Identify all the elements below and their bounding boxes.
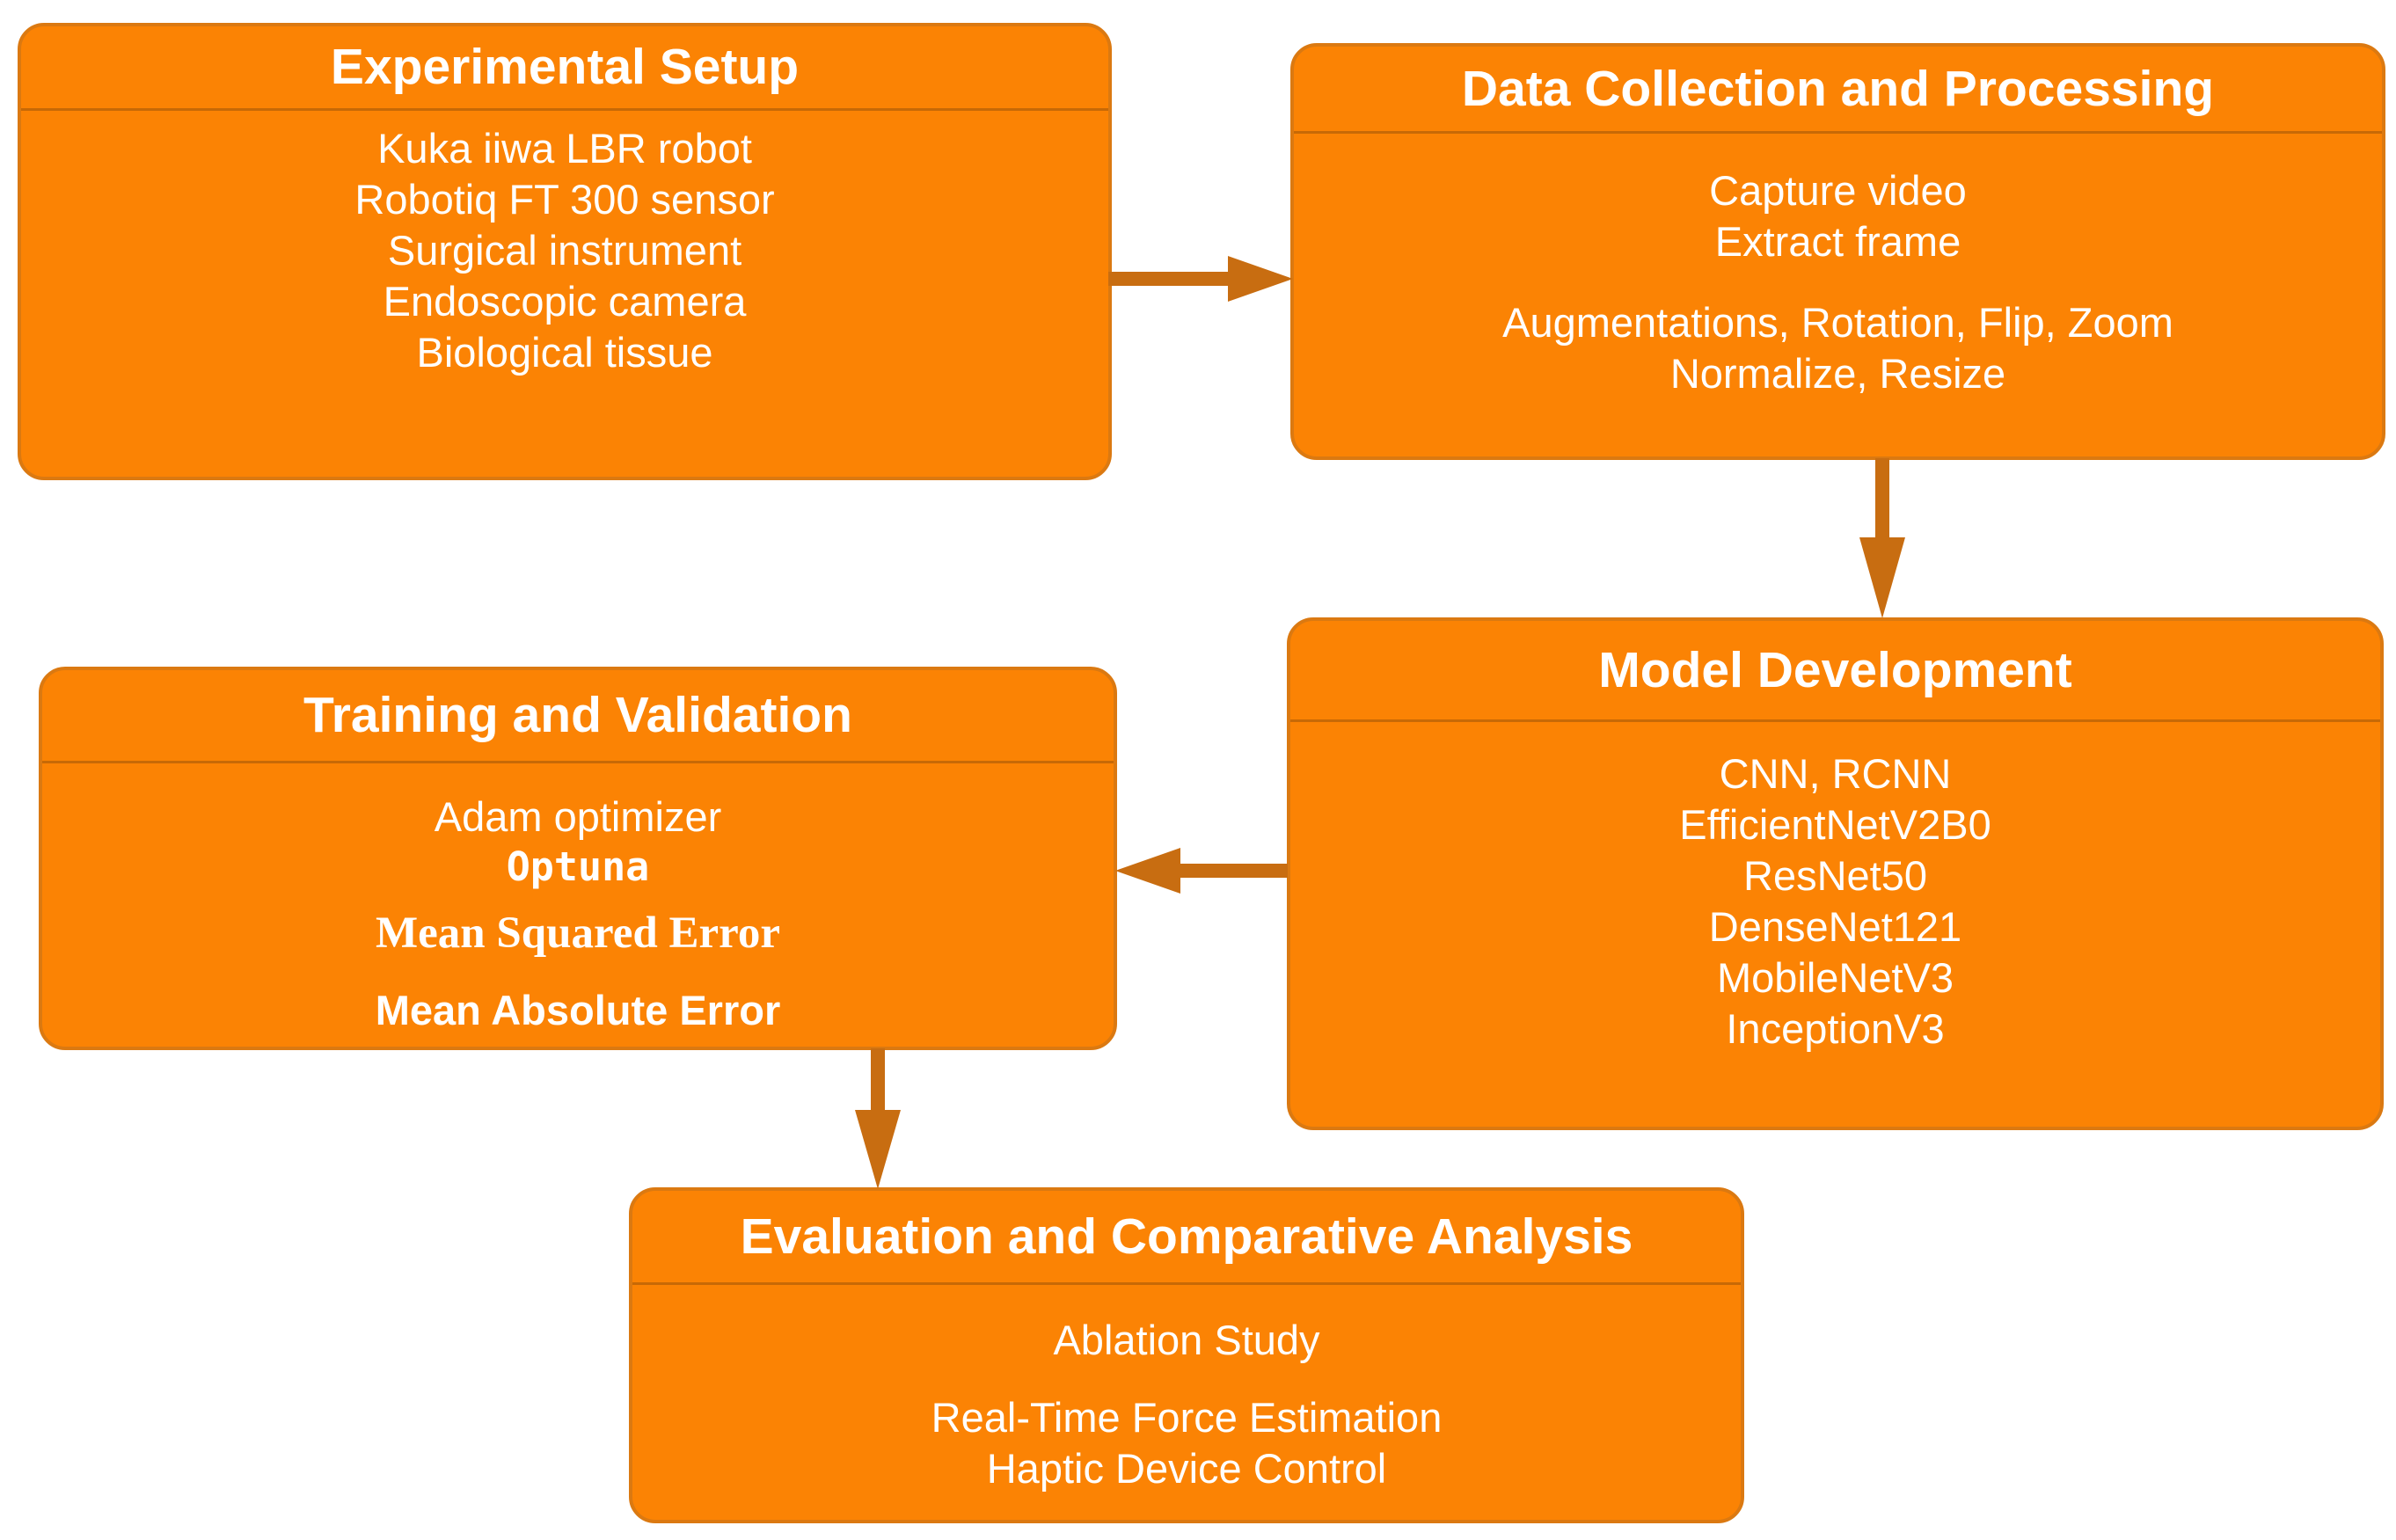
node-experimental-setup: Experimental Setup Kuka iiwa LBR robot R… <box>18 23 1112 480</box>
node-title: Data Collection and Processing <box>1461 60 2215 117</box>
node-body: Capture video Extract frame Augmentation… <box>1294 134 2382 399</box>
node-line: Biological tissue <box>416 329 713 376</box>
node-line: Haptic Device Control <box>986 1445 1387 1492</box>
node-line: Mean Absolute Error <box>375 987 781 1033</box>
node-line: InceptionV3 <box>1726 1005 1945 1052</box>
node-line: Optuna <box>506 843 650 890</box>
arrow-shaft <box>871 1048 885 1112</box>
arrow-shaft <box>1875 458 1889 539</box>
node-line: MobileNetV3 <box>1716 954 1954 1001</box>
node-line: Surgical instrument <box>387 227 742 274</box>
node-body: CNN, RCNN EfficientNetV2B0 ResNet50 Dens… <box>1290 722 2380 1055</box>
node-title: Experimental Setup <box>330 39 800 95</box>
node-body: Kuka iiwa LBR robot Robotiq FT 300 senso… <box>21 111 1108 378</box>
node-line: Adam optimizer <box>434 793 722 840</box>
node-line: Normalize, Resize <box>1669 350 2006 397</box>
node-training-and-validation: Training and Validation Adam optimizer O… <box>39 667 1117 1050</box>
node-line: Capture video <box>1709 167 1967 214</box>
node-title: Model Development <box>1598 641 2072 698</box>
node-body: Adam optimizer Optuna Mean Squared Error… <box>42 763 1114 1036</box>
arrow-left-icon <box>1115 848 1180 894</box>
node-line: Ablation Study <box>1053 1317 1320 1363</box>
node-header: Training and Validation <box>42 670 1114 763</box>
node-data-collection-and-processing: Data Collection and Processing Capture v… <box>1290 43 2385 460</box>
node-line: EfficientNetV2B0 <box>1679 801 1991 848</box>
node-header: Experimental Setup <box>21 26 1108 111</box>
node-line: Robotiq FT 300 sensor <box>354 176 775 223</box>
node-line: CNN, RCNN <box>1719 750 1952 797</box>
node-title: Evaluation and Comparative Analysis <box>740 1208 1633 1265</box>
node-evaluation-and-comparative-analysis: Evaluation and Comparative Analysis Abla… <box>629 1187 1744 1523</box>
node-header: Data Collection and Processing <box>1294 47 2382 134</box>
node-line: Real-Time Force Estimation <box>931 1394 1443 1441</box>
node-line: Augmentations, Rotation, Flip, Zoom <box>1502 299 2173 346</box>
node-title: Training and Validation <box>303 687 852 743</box>
arrow-shaft <box>1180 864 1288 878</box>
node-line: DenseNet121 <box>1708 903 1962 950</box>
node-line: Kuka iiwa LBR robot <box>377 125 752 172</box>
node-header: Model Development <box>1290 621 2380 722</box>
node-model-development: Model Development CNN, RCNN EfficientNet… <box>1287 617 2384 1130</box>
node-line: ResNet50 <box>1743 852 1927 899</box>
node-line: Extract frame <box>1714 218 1961 265</box>
node-line: Endoscopic camera <box>383 278 747 325</box>
arrow-down-icon <box>855 1110 901 1189</box>
node-body: Ablation Study Real-Time Force Estimatio… <box>632 1285 1741 1494</box>
arrow-shaft <box>1108 272 1230 286</box>
arrow-down-icon <box>1859 537 1905 618</box>
arrow-right-icon <box>1228 256 1293 302</box>
node-header: Evaluation and Comparative Analysis <box>632 1191 1741 1285</box>
node-line: Mean Squared Error <box>376 909 780 958</box>
